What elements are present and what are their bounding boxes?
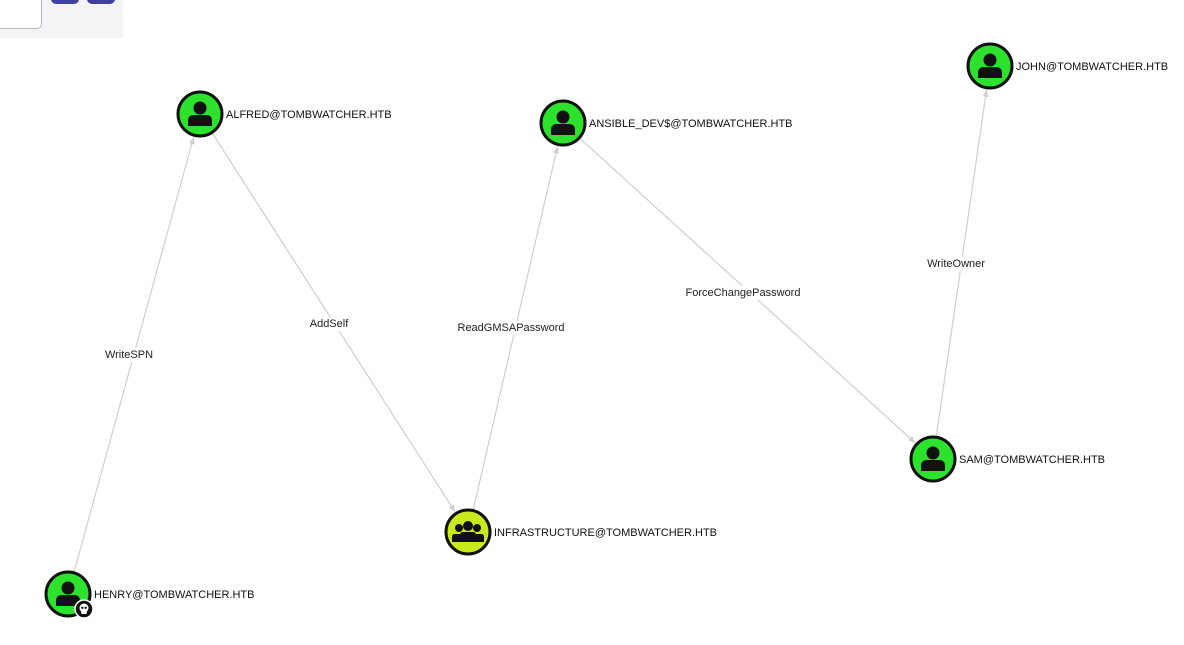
search-input[interactable] [0, 0, 42, 29]
node-infra[interactable]: INFRASTRUCTURE@TOMBWATCHER.HTB [444, 508, 720, 556]
edge-label: AddSelf [310, 318, 349, 330]
edge-writeowner[interactable]: WriteOwner [925, 89, 989, 437]
edge-label-bg [455, 321, 567, 335]
edge-label-bg [925, 257, 988, 271]
group-icon [452, 521, 484, 542]
edge-label-bg [102, 348, 156, 362]
node-ansible[interactable]: ANSIBLE_DEV$@TOMBWATCHER.HTB [539, 99, 795, 147]
node-label: SAM@TOMBWATCHER.HTB [959, 454, 1105, 466]
user-icon [978, 53, 1002, 78]
user-icon [921, 446, 945, 471]
edge-readgmsapassword[interactable]: ReadGMSAPassword [455, 146, 567, 510]
user-icon [56, 581, 80, 606]
node-label: JOHN@TOMBWATCHER.HTB [1016, 61, 1168, 73]
node-label: HENRY@TOMBWATCHER.HTB [94, 589, 255, 601]
user-icon [551, 110, 575, 135]
edge-label-bg [683, 286, 803, 300]
node-label: INFRASTRUCTURE@TOMBWATCHER.HTB [494, 527, 717, 539]
node-alfred[interactable]: ALFRED@TOMBWATCHER.HTB [176, 90, 394, 138]
edge-label-bg [307, 317, 352, 331]
node-sam[interactable]: SAM@TOMBWATCHER.HTB [909, 435, 1108, 483]
toolbar-button-2[interactable] [87, 0, 115, 4]
node-label-bg [92, 588, 257, 602]
edge-forcechangepassword[interactable]: ForceChangePassword [579, 138, 916, 444]
node-henry[interactable]: HENRY@TOMBWATCHER.HTB [44, 570, 257, 619]
edge-label: ReadGMSAPassword [458, 322, 565, 334]
toolbar-panel [0, 0, 123, 38]
node-label: ANSIBLE_DEV$@TOMBWATCHER.HTB [589, 118, 793, 130]
node-label-bg [587, 117, 795, 131]
node-label-bg [492, 526, 720, 540]
edge-writespn[interactable]: WriteSPN [73, 136, 195, 572]
user-icon [188, 101, 212, 126]
node-label-bg [1014, 60, 1171, 74]
toolbar-button-1[interactable] [51, 0, 79, 4]
edge-addself[interactable]: AddSelf [211, 133, 456, 513]
node-label-bg [957, 453, 1108, 467]
node-label: ALFRED@TOMBWATCHER.HTB [226, 109, 392, 121]
node-john[interactable]: JOHN@TOMBWATCHER.HTB [966, 42, 1171, 90]
node-label-bg [224, 108, 394, 122]
edge-label: ForceChangePassword [686, 287, 801, 299]
edge-label: WriteOwner [927, 258, 985, 270]
skull-icon [74, 599, 94, 619]
edge-label: WriteSPN [105, 349, 153, 361]
